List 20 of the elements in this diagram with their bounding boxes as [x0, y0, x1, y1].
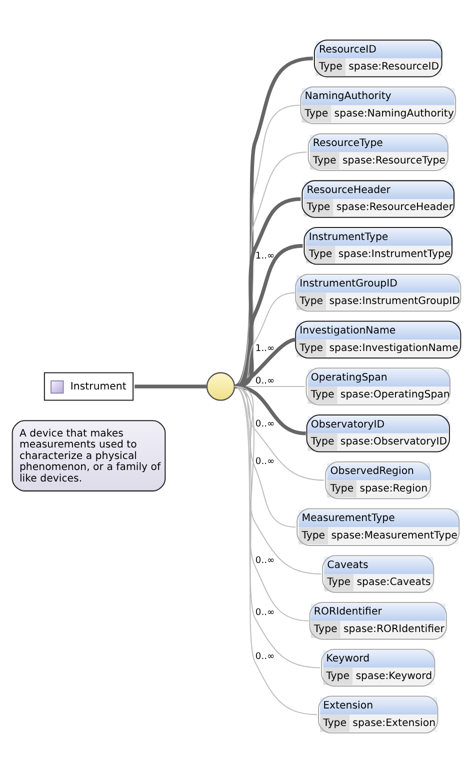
- connector: [234, 196, 301, 388]
- edge-label: 1..∞: [255, 342, 275, 354]
- node-circle: [206, 372, 236, 400]
- edge-label: 0..∞: [255, 650, 275, 662]
- edge-label: 0..∞: [255, 418, 275, 429]
- connector: [234, 337, 296, 388]
- edge-label: 0..∞: [255, 456, 275, 467]
- connector: [234, 386, 318, 715]
- connector: [233, 56, 314, 388]
- connector: [234, 386, 309, 621]
- connector: [134, 384, 207, 388]
- edge-label: 0..∞: [255, 554, 275, 566]
- edge-label: 0..∞: [255, 375, 275, 386]
- edge-label: 0..∞: [255, 606, 275, 618]
- connector: [234, 386, 296, 528]
- connector: [234, 244, 303, 388]
- connector: [234, 384, 306, 435]
- connector: [234, 386, 320, 668]
- connector: [234, 386, 322, 574]
- edge-label: 1..∞: [255, 250, 275, 261]
